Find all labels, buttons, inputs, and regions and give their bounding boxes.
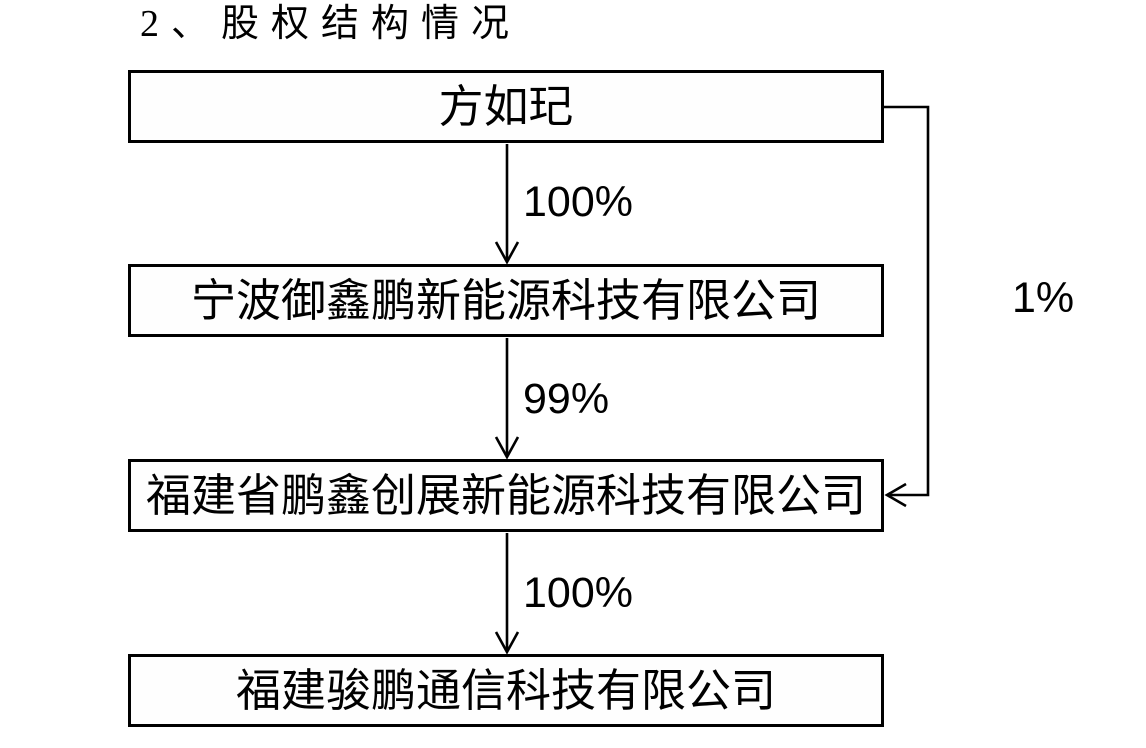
edge-label-ningbo-pengxin: 99%: [523, 375, 610, 423]
arrowhead-left-1: [884, 482, 907, 508]
arrowhead-down-2: [494, 436, 520, 460]
edge-label-fangruqi-ningbo: 100%: [523, 178, 633, 226]
edge-line-fangruqi-pengxin: [884, 105, 930, 497]
section-title: 2、股权结构情况: [140, 3, 522, 45]
node-person-fangruqi: 方如玘: [128, 70, 884, 143]
arrowhead-down-1: [494, 241, 520, 265]
node-label: 福建省鹏鑫创展新能源科技有限公司: [145, 470, 866, 521]
node-label: 福建骏鹏通信科技有限公司: [235, 665, 776, 716]
node-company-fujian-junpeng: 福建骏鹏通信科技有限公司: [128, 654, 884, 727]
node-company-fujian-pengxin-chuangzhan: 福建省鹏鑫创展新能源科技有限公司: [128, 459, 884, 532]
edge-label-pengxin-junpeng: 100%: [523, 569, 633, 617]
edge-label-fangruqi-pengxin: 1%: [1012, 274, 1075, 322]
node-label: 宁波御鑫鹏新能源科技有限公司: [190, 275, 821, 326]
node-company-ningbo-yuxinpeng: 宁波御鑫鹏新能源科技有限公司: [128, 264, 884, 337]
node-label: 方如玘: [438, 81, 574, 132]
arrowhead-down-3: [494, 631, 520, 655]
